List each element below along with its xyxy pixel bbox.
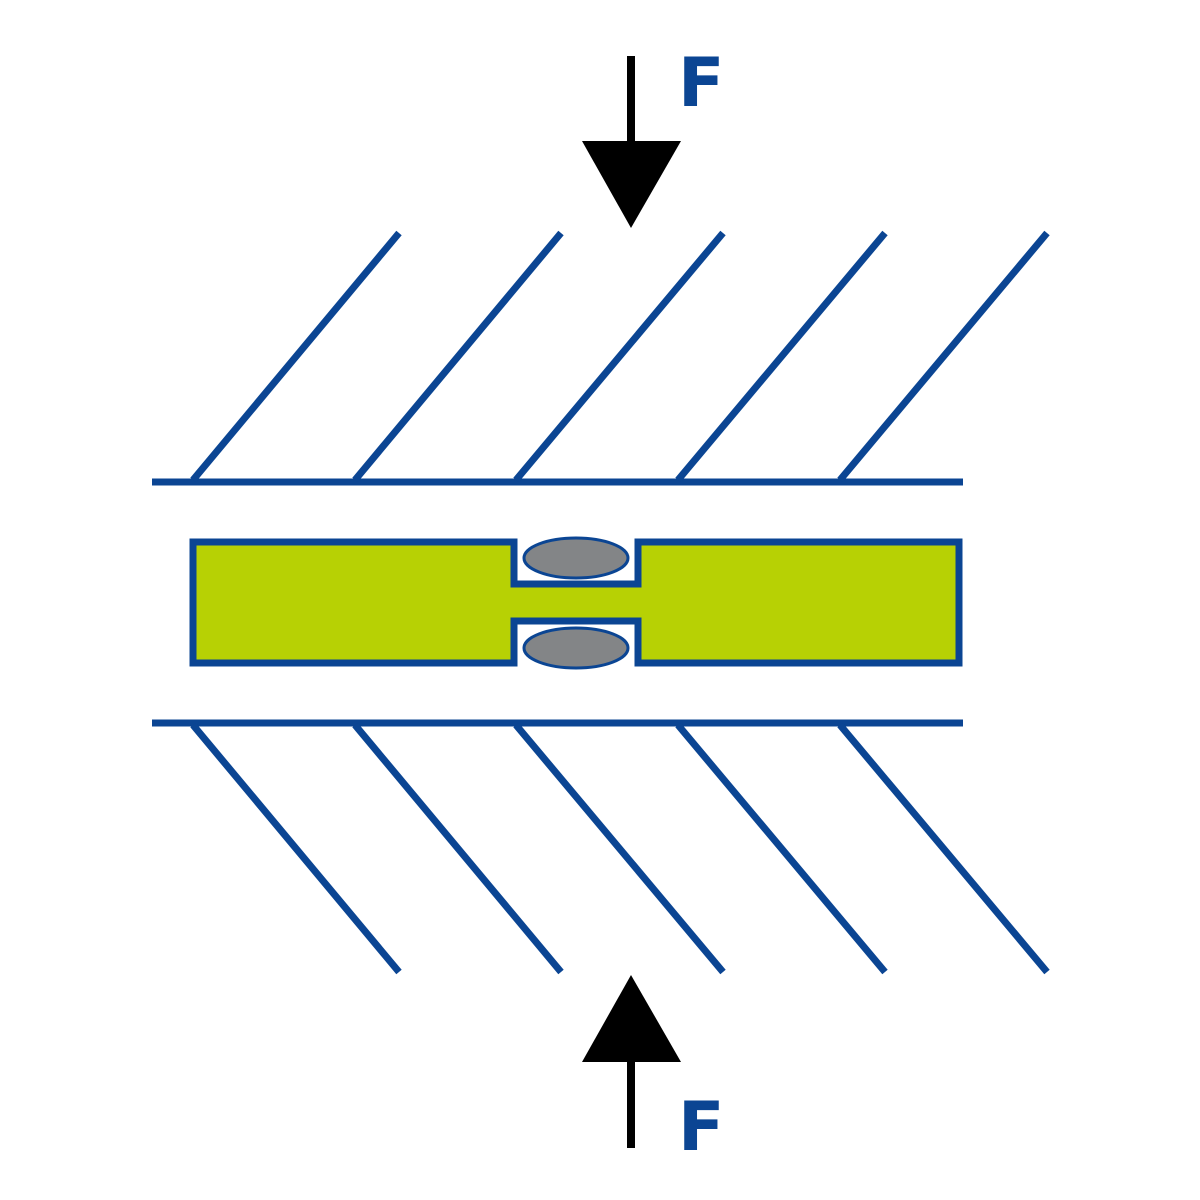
lower-plate <box>152 719 1050 975</box>
lower-hatch-line <box>190 722 402 975</box>
gasket-part <box>189 536 963 670</box>
upper-hatch-line <box>352 230 564 483</box>
bottom-force-arrow <box>582 975 681 1148</box>
upper-hatch-line <box>837 230 1050 483</box>
upper-seal-ring <box>522 536 630 580</box>
upper-hatch-line <box>675 230 888 483</box>
arrow-up-icon <box>582 975 681 1062</box>
arrow-down-icon <box>582 141 681 228</box>
lower-seal-ring <box>522 626 630 670</box>
upper-plate <box>152 230 1050 486</box>
bottom-force-label: F <box>678 1088 724 1167</box>
top-force-arrow <box>582 56 681 228</box>
lower-hatch-line <box>675 722 888 975</box>
lower-hatch-line <box>837 722 1050 975</box>
lower-hatch-line <box>513 722 726 975</box>
top-force-label: F <box>678 44 724 123</box>
part-body <box>189 538 963 667</box>
upper-hatch-line <box>190 230 402 483</box>
lower-hatch-line <box>352 722 564 975</box>
upper-hatch-line <box>513 230 726 483</box>
